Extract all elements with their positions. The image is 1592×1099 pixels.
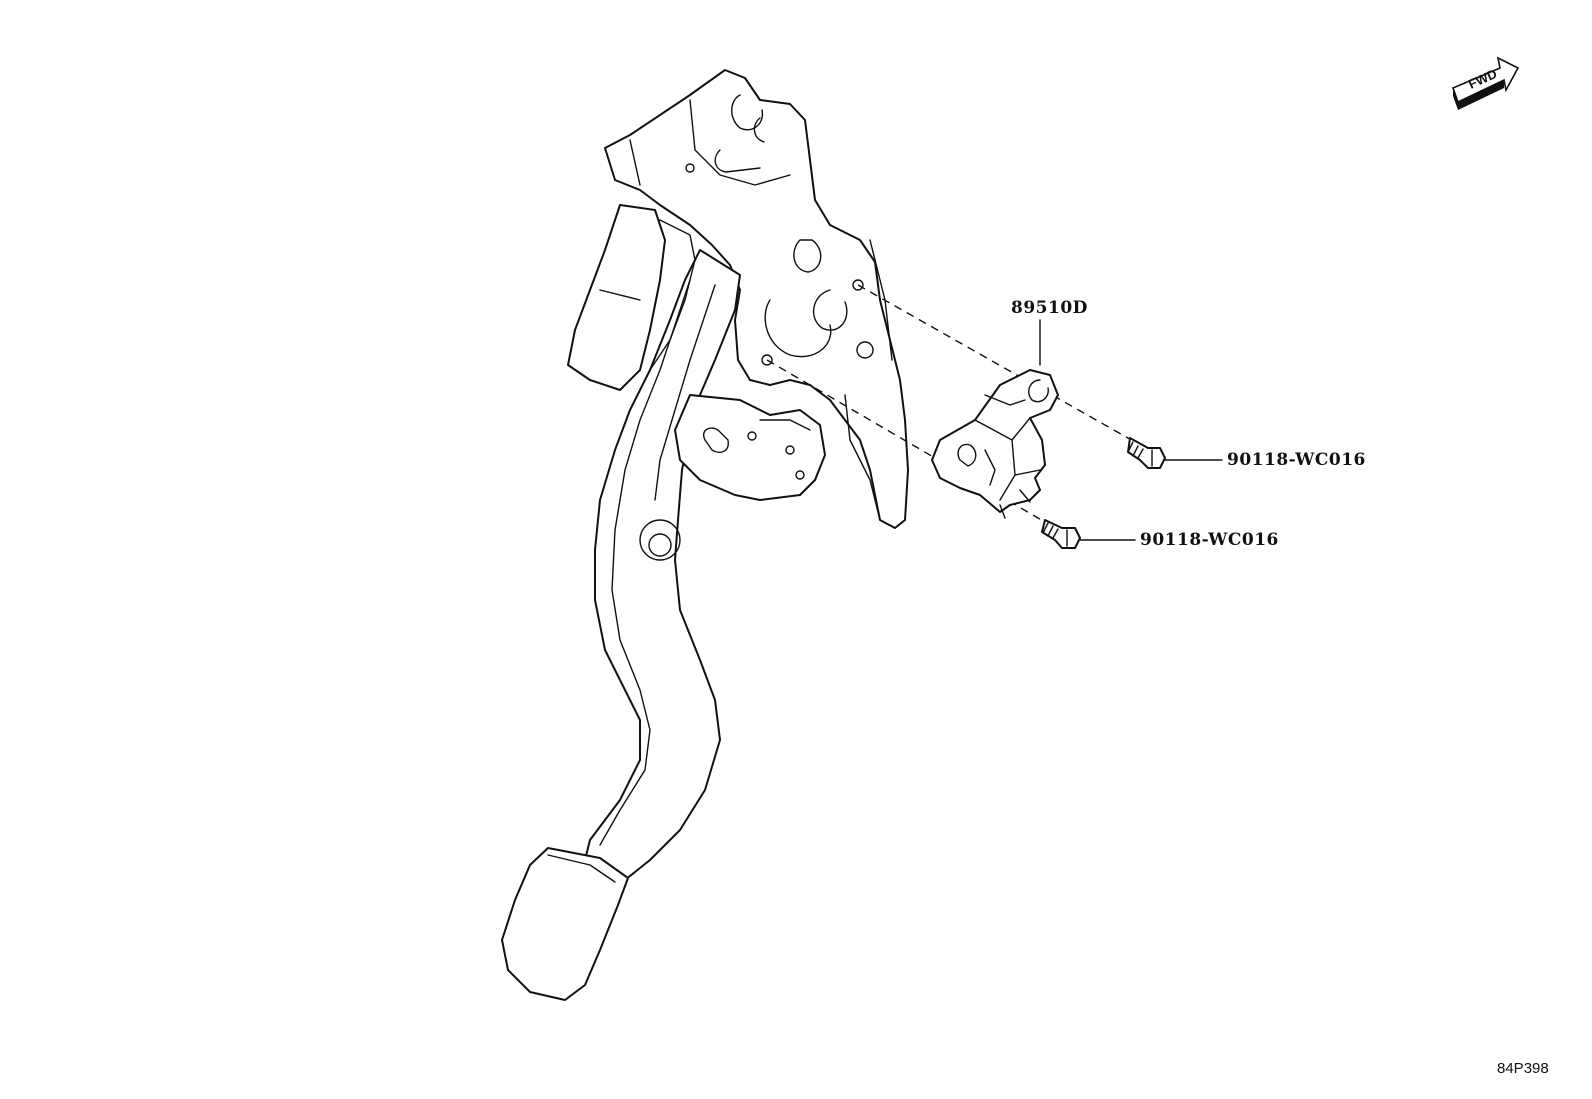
pivot-bracket [674,394,826,501]
lower-bolt-part-number: 90118-WC016 [1140,530,1279,550]
sensor-part-number: 89510D [1011,298,1088,318]
leader-lines [1039,319,1223,541]
stroke-sensor-89510d [931,369,1059,519]
pedal-pad [501,847,629,1001]
bolt-lower [1041,519,1081,549]
stopper-block [567,204,696,391]
upper-bolt-part-number: 90118-WC016 [1227,450,1366,470]
pedal-bracket [604,69,909,529]
bolt-upper [1127,437,1166,469]
forward-arrow-icon [1451,56,1520,110]
diagram-code: 84P398 [1497,1060,1549,1077]
